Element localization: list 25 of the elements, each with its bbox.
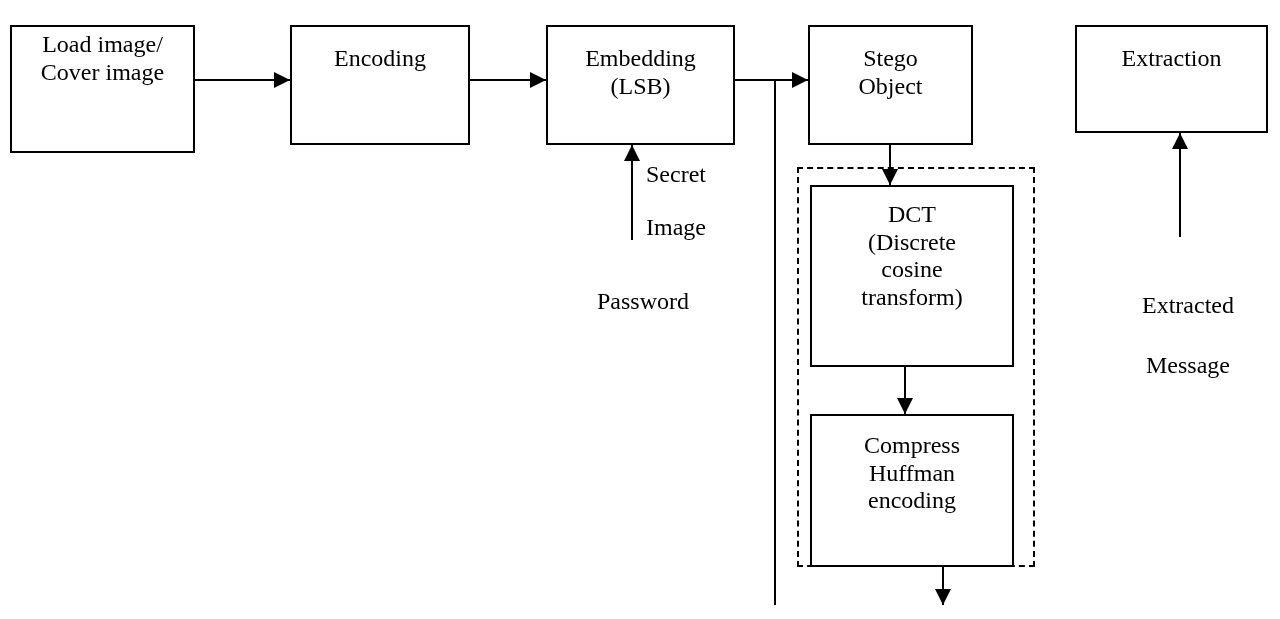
arrow <box>882 144 898 186</box>
input-label: Secret Image <box>646 160 707 242</box>
box-label: Compress Huffman encoding <box>863 432 961 515</box>
process-box <box>10 25 195 153</box>
note-label: Password <box>597 288 689 315</box>
arrow <box>469 72 547 88</box>
box-label: Stego Object <box>857 45 924 101</box>
arrow <box>194 72 291 88</box>
arrow <box>624 144 640 241</box>
process-box <box>810 414 1014 567</box>
box-label: Embedding (LSB) <box>584 45 697 101</box>
process-box <box>808 25 973 145</box>
process-box <box>546 25 735 145</box>
process-box <box>810 185 1014 367</box>
arrow <box>897 366 913 415</box>
arrow <box>935 566 951 606</box>
group-box <box>797 167 1035 567</box>
process-box <box>1075 25 1268 133</box>
box-label: Encoding <box>333 45 427 73</box>
box-label: Load image/ Cover image <box>39 31 166 87</box>
arrow <box>1172 132 1188 238</box>
box-label: DCT (Discrete cosine transform) <box>860 201 964 312</box>
output-label: Extracted Message <box>1141 291 1235 380</box>
box-label: Extraction <box>1120 45 1223 73</box>
process-box <box>290 25 470 145</box>
